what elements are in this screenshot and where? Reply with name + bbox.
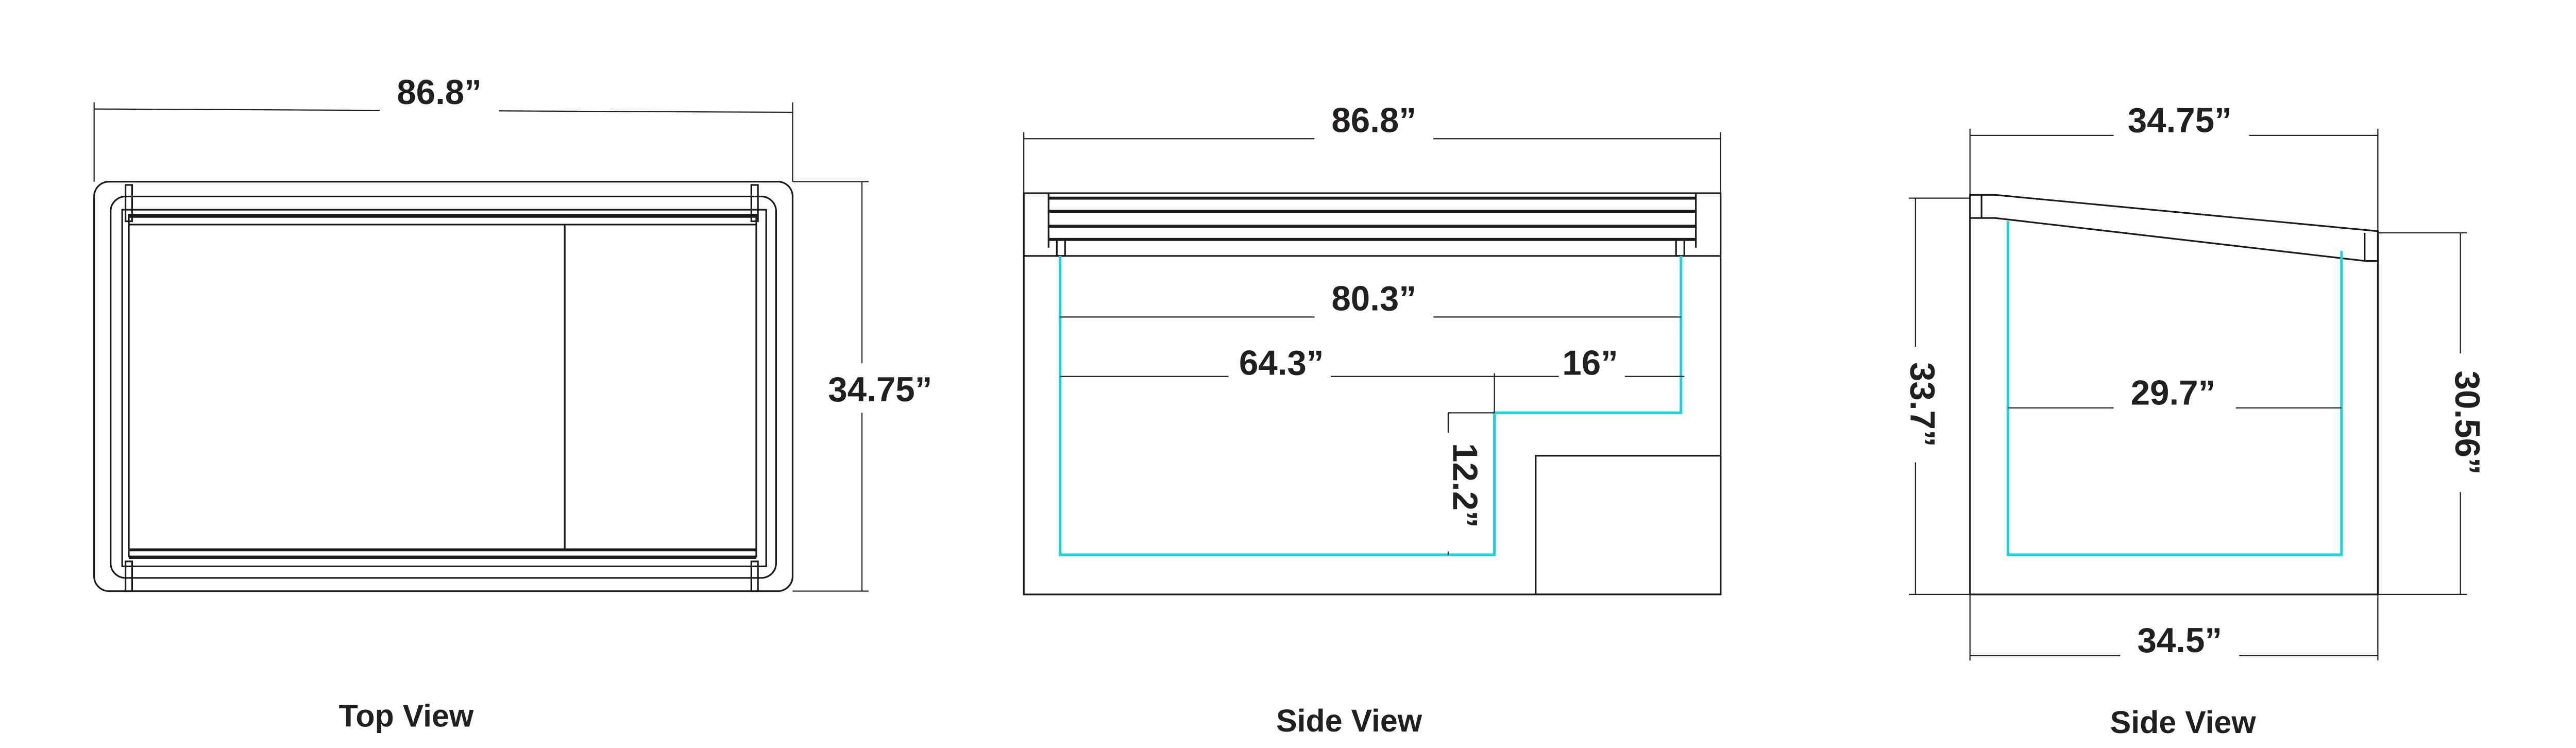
front-side-view: 86.8” 80.3” 64.3” 16” (1023, 95, 1722, 738)
compressor-compartment (1535, 455, 1722, 596)
front-side-view-title: Side View (1276, 703, 1422, 738)
overall-width-label: 86.8” (1331, 101, 1416, 140)
top-view-width-label: 86.8” (397, 73, 482, 112)
overall-width-dimension: 86.8” (1023, 95, 1721, 194)
interior-well-outline (1059, 256, 1683, 556)
step-width-label: 16” (1562, 344, 1618, 383)
end-interior-outline (2006, 221, 2343, 556)
top-view-depth-label: 34.75” (828, 370, 932, 409)
back-height-label: 33.7” (1903, 362, 1941, 447)
top-depth-dimension: 34.75” (1969, 95, 2379, 231)
top-view: 86.8” 34.75” Top View (93, 66, 948, 733)
top-depth-label: 34.75” (2128, 101, 2232, 140)
end-cabinet (1969, 194, 2379, 596)
interior-depth-dimension: 29.7” (2008, 366, 2342, 412)
bottom-depth-dimension: 34.5” (1969, 594, 2379, 661)
interior-width-label: 80.3” (1331, 280, 1416, 318)
top-view-cabinet (93, 181, 794, 592)
end-side-view-title: Side View (2110, 705, 2257, 740)
step-height-dimension: 12.2” (1443, 412, 1495, 555)
top-view-title: Top View (339, 698, 474, 733)
top-view-width-dimension: 86.8” (93, 66, 793, 182)
end-side-view: 34.75” 29.7” 33.7” 30.56” (1899, 95, 2490, 740)
main-well-width-label: 64.3” (1239, 344, 1324, 383)
interior-depth-label: 29.7” (2131, 373, 2216, 412)
front-height-label: 30.56” (2448, 371, 2486, 475)
interior-width-dimension: 80.3” (1060, 274, 1681, 324)
front-cabinet (1023, 192, 1722, 596)
back-height-dimension: 33.7” (1899, 197, 1970, 596)
top-view-depth-dimension: 34.75” (792, 181, 948, 592)
front-height-dimension: 30.56” (2378, 232, 2490, 596)
bottom-depth-label: 34.5” (2137, 621, 2222, 660)
well-split-dimension: 64.3” 16” (1060, 336, 1685, 413)
step-height-label: 12.2” (1446, 443, 1484, 528)
